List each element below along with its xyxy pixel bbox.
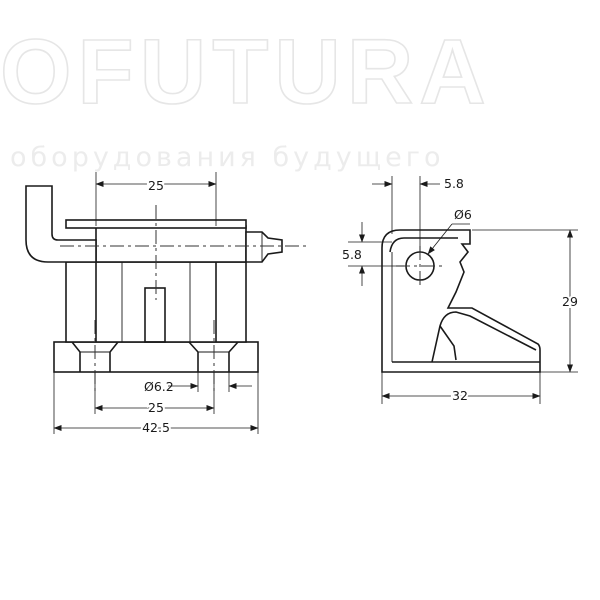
dim-hole-spacing: 25 [148, 400, 164, 415]
dim-pin-diameter: Ø6 [454, 207, 472, 222]
watermark-brand: OFUTURA [0, 21, 492, 123]
center-slot [144, 287, 166, 343]
watermark-tagline: оборудования будущего [10, 142, 445, 173]
dim-height: 29 [562, 294, 578, 309]
dim-hole-diameter: Ø6.2 [144, 379, 174, 394]
watermark: OFUTURA оборудования будущего [0, 20, 492, 173]
knuckle-inner [389, 237, 458, 253]
dim-pin-height: 5.8 [342, 247, 362, 262]
pin-handle [25, 185, 97, 263]
lever [431, 311, 537, 363]
dim-top-width: 25 [148, 178, 164, 193]
dim-depth: 32 [452, 388, 468, 403]
side-profile [381, 229, 541, 373]
base-plate [53, 341, 259, 373]
pin-tip [245, 231, 283, 263]
dim-overall-width: 42.5 [142, 420, 170, 435]
side-view: 5.8 Ø6 5.8 29 32 [342, 176, 580, 405]
barrel [95, 225, 247, 263]
front-view: 25 Ø6.2 25 42.5 [25, 172, 310, 437]
dim-pin-offset: 5.8 [444, 176, 464, 191]
